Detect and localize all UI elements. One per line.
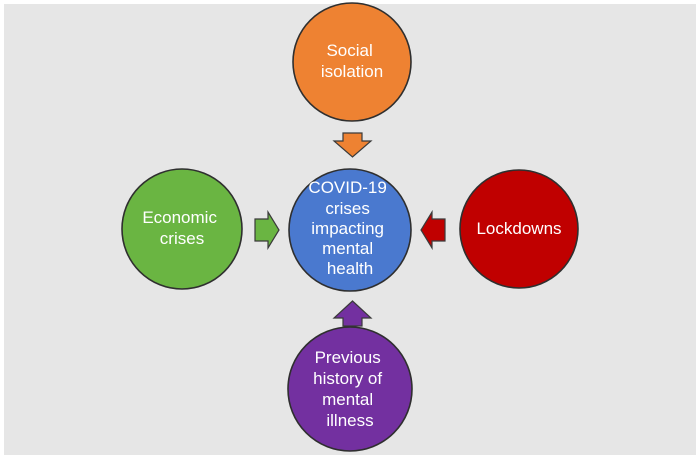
covid-center-circle [288,168,412,292]
previous-history-label: Previous history of mental illness [313,348,387,430]
economic-crises-label: Economic crises [142,208,221,248]
social-isolation-circle [292,2,412,122]
node-economic-crises: Economic crises [121,168,243,290]
left-arrow [254,209,280,251]
node-covid-center: COVID-19 crises impacting mental health [288,168,412,292]
node-social-isolation: Social isolation [292,2,412,122]
bottom-arrow [332,300,373,327]
covid-center-label: COVID-19 crises impacting mental health [308,178,391,278]
social-isolation-label: Social isolation [321,41,383,81]
lockdowns-circle [459,169,579,289]
economic-crises-circle [121,168,243,290]
node-previous-history: Previous history of mental illness [287,326,413,452]
previous-history-circle [287,326,413,452]
top-arrow [332,132,373,158]
lockdowns-label: Lockdowns [476,219,561,238]
node-lockdowns: Lockdowns [459,169,579,289]
right-arrow [420,209,446,251]
